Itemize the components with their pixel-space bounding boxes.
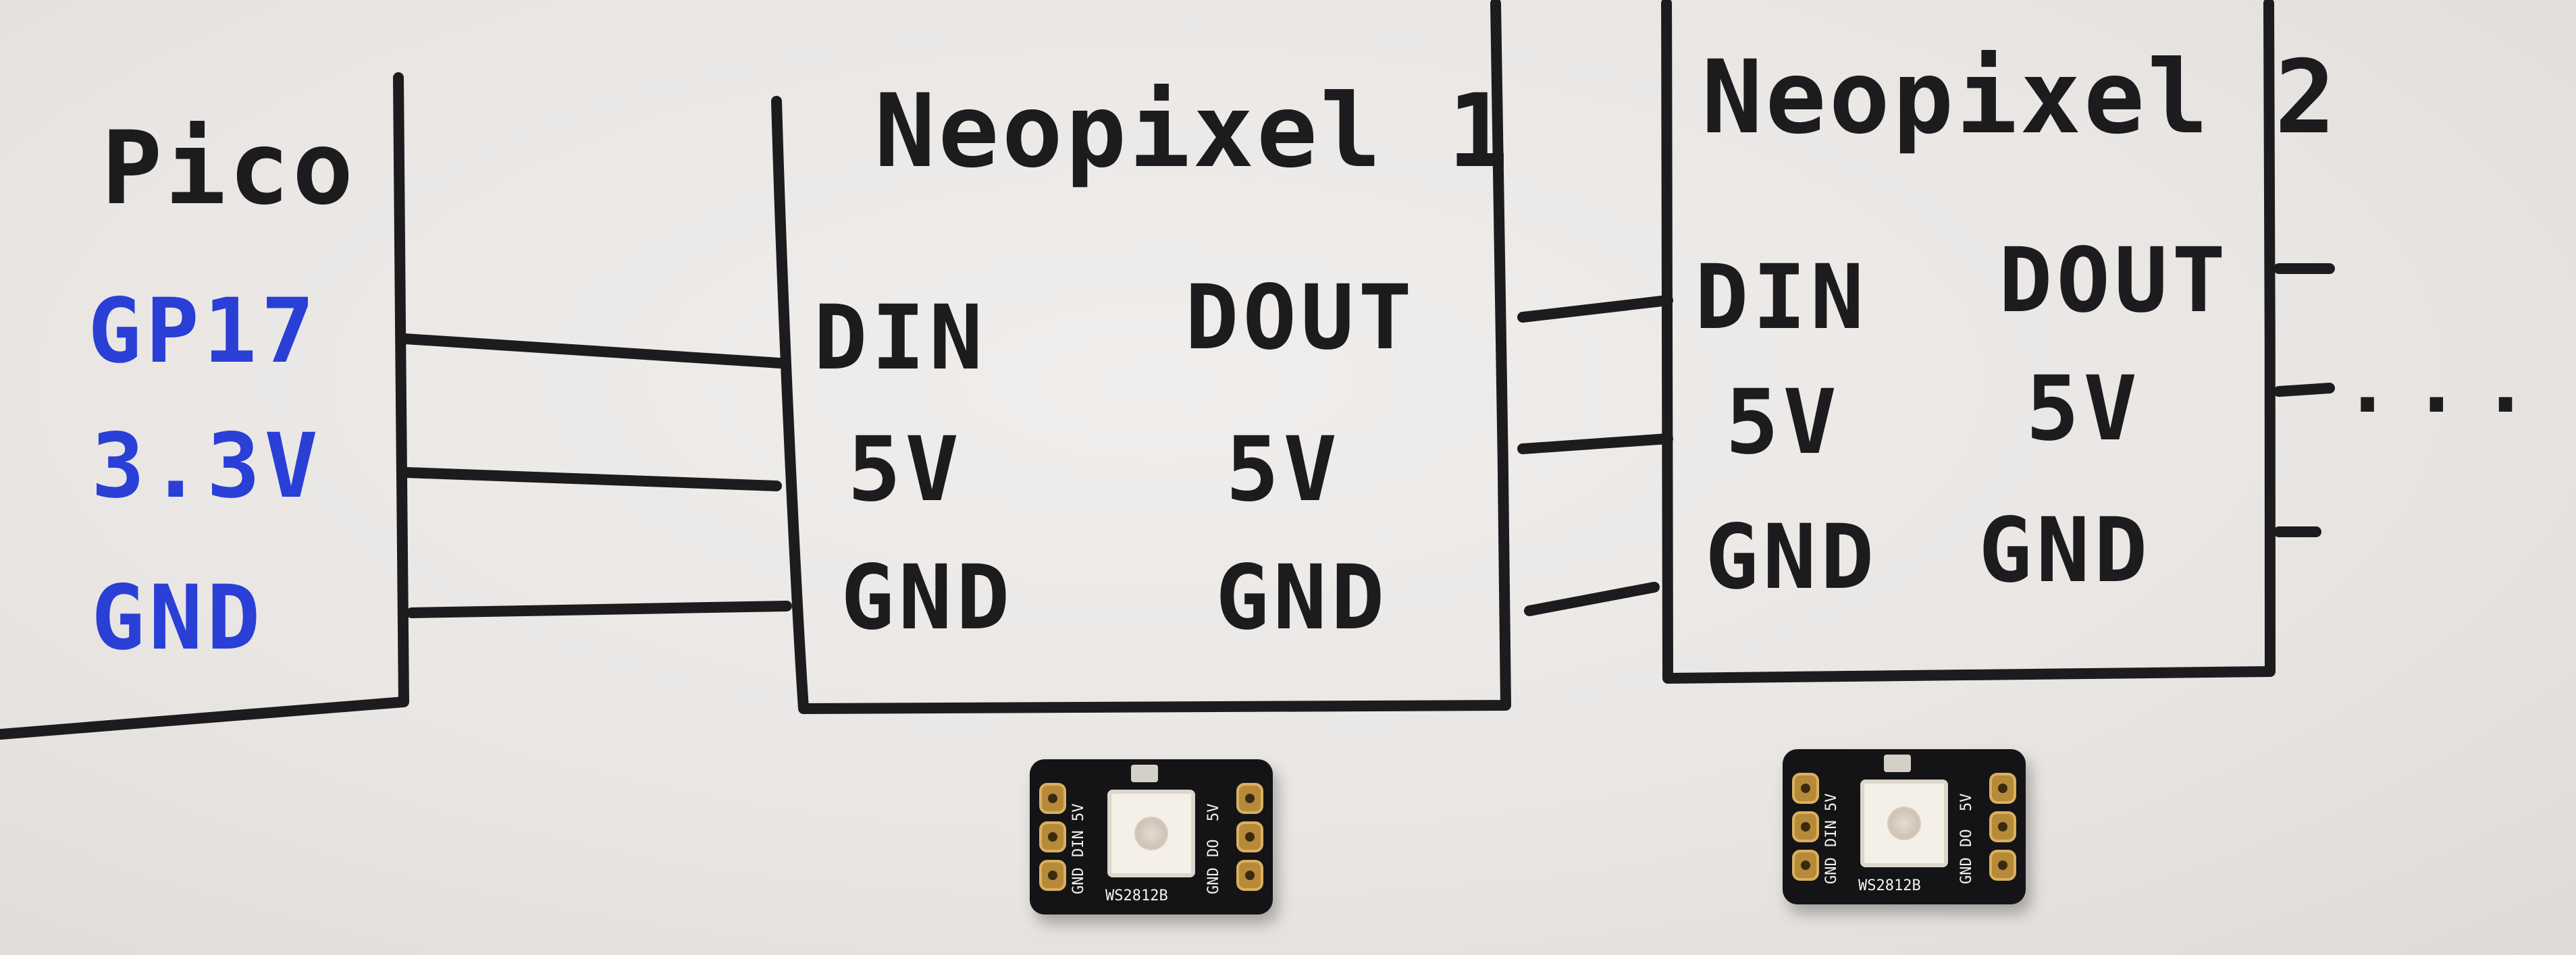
board-1-pad-right-2 [1236,821,1263,852]
neopixel-2-box-outline [1661,0,2276,684]
pico-title: Pico [101,110,357,227]
pico-pin-gp17: GP17 [88,279,319,383]
ws2812b-board-1: GND DIN 5V GND DO 5V WS2812B [1030,759,1273,915]
neopixel-1-5v-in: 5V [847,418,963,522]
board-1-label-gnd-left: GND [1070,867,1087,894]
board-2-pad-left-1 [1792,773,1819,804]
board-2-label-gnd-left: GND [1823,857,1840,884]
board-2-pad-right-1 [1989,773,2016,804]
neopixel-1-gnd-in: GND [841,546,1014,650]
board-1-capacitor [1131,765,1158,782]
board-1-part-label: WS2812B [1105,888,1168,904]
wire-3v3-to-5v [400,467,782,491]
neopixel-1-dout: DOUT [1185,266,1416,370]
board-1-led [1107,790,1195,877]
board-2-label-5v-right: 5V [1958,793,1975,812]
board-2-label-5v-left: 5V [1823,793,1840,812]
board-2-label-gnd-right: GND [1958,857,1975,884]
wire-gnd-to-gnd [406,601,792,618]
board-1-label-5v-right: 5V [1205,803,1222,822]
board-2-pad-right-2 [1989,811,2016,842]
board-1-pad-right-1 [1236,783,1263,814]
board-1-label-do: DO [1205,839,1222,858]
neopixel-2-5v-in: 5V [1725,371,1841,474]
neopixel-2-gnd-out: GND [1978,499,2152,603]
board-1-pad-left-2 [1039,821,1066,852]
wire-gp17-to-din [400,333,785,369]
neopixel-2-5v-out: 5V [2026,357,2141,461]
board-1-label-gnd-right: GND [1205,867,1222,894]
board-2-capacitor [1884,755,1911,772]
board-2-pad-left-3 [1792,850,1819,881]
neopixel-1-din: DIN [814,286,987,390]
neopixel-1-box-outline [771,0,1511,714]
neopixel-1-gnd-out: GND [1215,546,1389,650]
neopixel-2-dout: DOUT [1999,229,2230,333]
board-1-pad-left-1 [1039,783,1066,814]
board-2-part-label: WS2812B [1858,877,1921,894]
wire-gnd-to-gnd-2 [1524,582,1660,616]
board-2-led [1860,780,1948,867]
pico-box-outline [0,72,409,740]
wire-dout-to-din [1517,295,1673,323]
neopixel-1-5v-out: 5V [1226,418,1341,522]
board-1-label-din: DIN [1070,830,1087,857]
neopixel-1-title: Neopixel 1 [874,73,1512,190]
board-1-pad-right-3 [1236,860,1263,891]
board-2-pad-right-3 [1989,850,2016,881]
board-2-label-din: DIN [1823,820,1840,847]
ws2812b-board-2: GND DIN 5V GND DO 5V WS2812B [1783,749,2026,904]
board-2-label-do: DO [1958,829,1975,848]
neopixel-2-title: Neopixel 2 [1702,39,2339,157]
board-1-pad-left-3 [1039,860,1066,891]
neopixel-2-din: DIN [1695,246,1868,350]
pico-pin-gnd: GND [91,566,265,670]
board-1-label-5v-left: 5V [1070,803,1087,822]
wire-5v-to-5v [1517,433,1673,454]
board-2-pad-left-2 [1792,811,1819,842]
chain-continuation: ... [2343,337,2550,431]
stub-5v [2273,383,2335,397]
pico-pin-3v3: 3.3V [91,414,322,518]
neopixel-2-gnd-in: GND [1705,506,1878,609]
